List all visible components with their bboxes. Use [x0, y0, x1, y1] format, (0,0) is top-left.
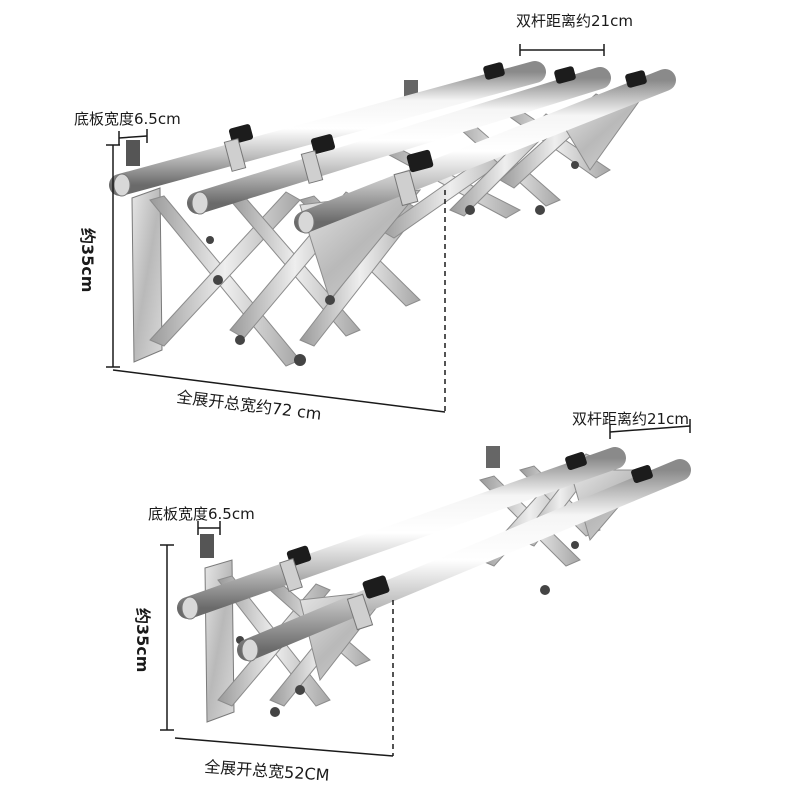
height-label: 约35cm — [78, 228, 97, 292]
width-dim-line — [112, 369, 446, 413]
rod-end — [297, 210, 315, 234]
dimension-lines — [106, 44, 605, 413]
hanging-rods — [177, 447, 691, 662]
rod — [109, 61, 546, 196]
rod — [187, 67, 611, 214]
mount-tab — [486, 446, 500, 468]
rod-clamps — [286, 452, 653, 599]
rod-collars — [279, 557, 374, 631]
rod — [237, 459, 691, 661]
rod-collars — [223, 138, 419, 207]
mount-tab — [200, 534, 214, 558]
dimension-lines — [160, 419, 691, 757]
total-width-label: 全展开总宽52CM — [204, 757, 330, 785]
hanging-rods — [109, 61, 676, 234]
rack-top: 双杆距离约21cm 底板宽度6.5cm 约35cm 全展开总宽约72 cm — [74, 12, 676, 424]
rod-end — [113, 173, 131, 197]
rod — [177, 447, 626, 619]
rod-clamps — [228, 62, 647, 173]
base-width-label: 底板宽度6.5cm — [148, 505, 255, 523]
rod-end — [191, 191, 209, 215]
total-width-label: 全展开总宽约72 cm — [176, 387, 323, 424]
rack-bottom: 双杆距离约21cm 底板宽度6.5cm 约35cm 全展开总宽52CM — [133, 410, 691, 785]
base-dim-line — [118, 135, 148, 139]
wall-bracket-plate — [131, 187, 163, 363]
rod-end — [181, 596, 199, 620]
width-dim-line — [174, 737, 394, 757]
rod — [294, 69, 676, 233]
rod-spacing-label: 双杆距离约21cm — [572, 410, 689, 428]
mount-tab — [126, 140, 140, 166]
base-width-label: 底板宽度6.5cm — [74, 110, 181, 128]
spacing-dim-line — [609, 425, 691, 433]
rivets — [206, 161, 579, 366]
rod-spacing-label: 双杆距离约21cm — [516, 12, 633, 30]
height-label: 约35cm — [133, 608, 152, 672]
rod-end — [241, 638, 259, 662]
